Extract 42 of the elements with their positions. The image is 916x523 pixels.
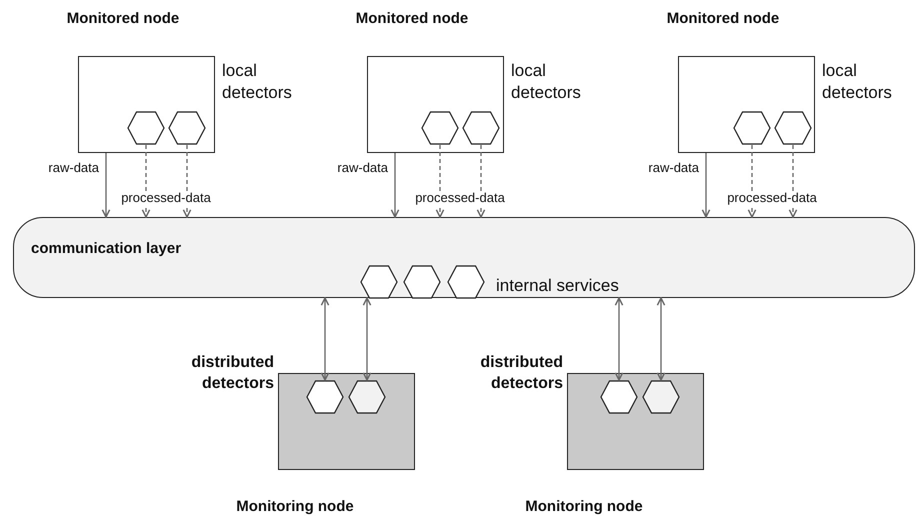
hexagon	[127, 111, 165, 145]
hexagon	[168, 111, 206, 145]
hexagon	[447, 265, 485, 299]
edge-label: processed-data	[120, 191, 212, 206]
hexagon	[403, 265, 441, 299]
hexagon	[462, 111, 500, 145]
services-label: internal services	[496, 276, 619, 296]
arrow	[614, 297, 624, 381]
edge-label: processed-data	[726, 191, 818, 206]
node-title: Monitored node	[354, 10, 470, 27]
arrow	[320, 297, 330, 381]
hexagon	[733, 111, 771, 145]
layer-band	[13, 217, 915, 298]
dashed-arrow	[436, 145, 444, 218]
arrow	[102, 153, 110, 218]
node-title: Monitoring node	[524, 498, 644, 515]
hexagon	[642, 380, 680, 414]
hexagon	[348, 380, 386, 414]
dashed-arrow	[748, 145, 756, 218]
dashed-arrow	[788, 145, 798, 218]
hexagon	[360, 265, 398, 299]
arrow	[656, 297, 666, 381]
dashed-arrow	[182, 145, 192, 218]
detector-label: distributed detectors	[190, 353, 274, 394]
node-title: Monitored node	[66, 10, 180, 27]
node-title: Monitored node	[666, 10, 780, 27]
arrow	[390, 153, 400, 218]
node-title: Monitoring node	[235, 498, 355, 515]
layer-title: communication layer	[31, 240, 182, 257]
arrow	[362, 297, 372, 381]
hexagon	[774, 111, 812, 145]
arrow	[702, 153, 710, 218]
detector-label: distributed detectors	[479, 353, 563, 394]
hexagon	[600, 380, 638, 414]
detector-label: local detectors	[222, 60, 293, 104]
dashed-arrow	[476, 145, 486, 218]
hexagon	[306, 380, 344, 414]
detector-label: local detectors	[822, 60, 893, 104]
hexagon	[421, 111, 459, 145]
detector-label: local detectors	[511, 60, 582, 104]
edge-label: processed-data	[414, 191, 506, 206]
dashed-arrow	[142, 145, 150, 218]
